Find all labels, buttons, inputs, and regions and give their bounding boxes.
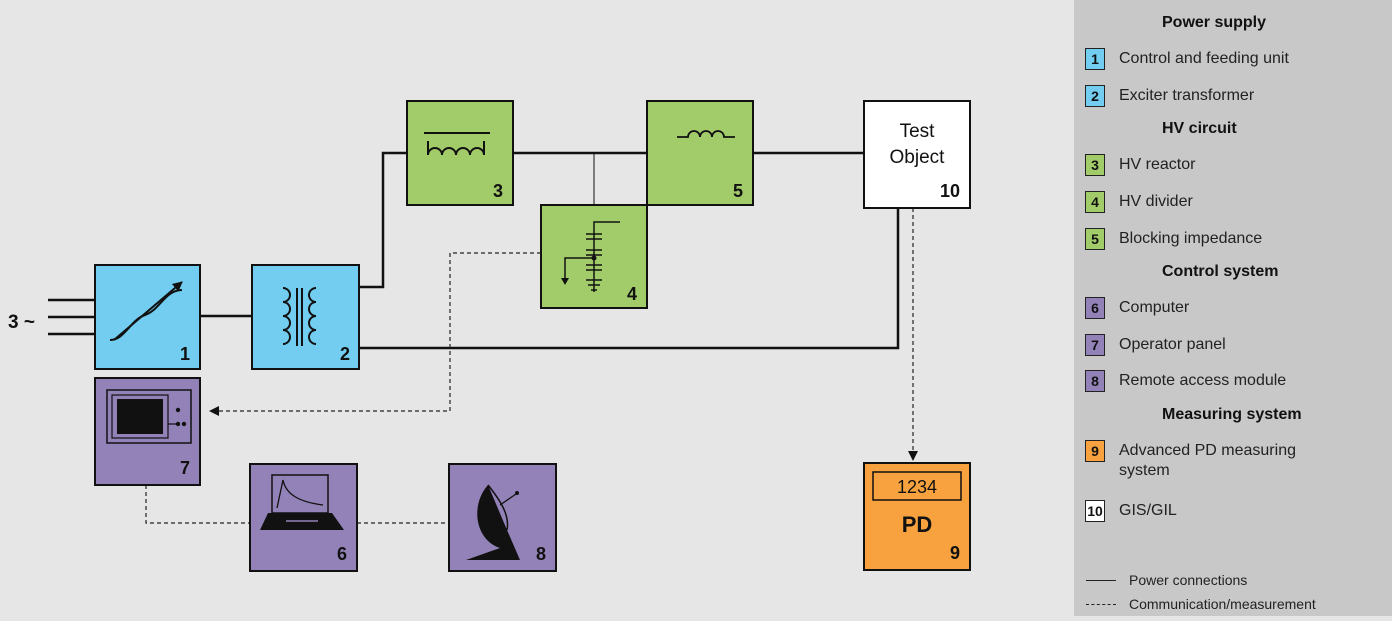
legend-swatch: 3 xyxy=(1085,154,1105,176)
pd-display xyxy=(872,471,962,501)
legend-label: Blocking impedance xyxy=(1119,230,1263,247)
variable-arrow-icon xyxy=(113,281,183,341)
comm-4-7 xyxy=(209,252,541,416)
satellite-dish-icon xyxy=(466,484,520,560)
block-test-object: Test Object 10 xyxy=(863,100,971,209)
power-connections xyxy=(48,151,900,350)
legend-label: HV divider xyxy=(1119,193,1193,210)
legend-section-hv-circuit: HV circuit xyxy=(1162,120,1237,137)
legend-swatch: 8 xyxy=(1085,370,1105,392)
pd-label: PD xyxy=(902,512,933,537)
legend-section-power-supply: Power supply xyxy=(1162,14,1267,31)
block-operator-panel: 7 xyxy=(94,377,201,486)
transformer-icon xyxy=(282,287,317,346)
legend-panel: Power supply 1 Control and feeding unit … xyxy=(1074,0,1392,616)
block-remote-access-module: 8 xyxy=(448,463,557,572)
test-object-line1: Test xyxy=(900,121,936,142)
pd-display-value: 1234 xyxy=(897,477,937,497)
legend-swatch: 7 xyxy=(1085,334,1105,356)
laptop-icon xyxy=(260,474,344,530)
legend-swatch: 2 xyxy=(1085,85,1105,107)
legend-swatch: 4 xyxy=(1085,191,1105,213)
wire-2-3 xyxy=(359,151,407,289)
block-blocking-impedance: 5 xyxy=(646,100,754,206)
block-computer: 6 xyxy=(249,463,358,572)
legend-swatch: 5 xyxy=(1085,228,1105,250)
block-number: 5 xyxy=(733,181,743,201)
communication-connections xyxy=(145,208,918,524)
reactor-icon xyxy=(424,132,490,156)
block-number: 10 xyxy=(940,181,960,201)
legend-key-communication: Communication/measurement xyxy=(1129,596,1316,612)
wire-2-10-return xyxy=(359,208,900,350)
block-hv-reactor: 3 xyxy=(406,100,514,206)
legend-swatch: 10 xyxy=(1085,500,1105,522)
divider-icon xyxy=(564,221,620,292)
input-label: 3 ~ xyxy=(8,312,35,333)
legend-section-control-system: Control system xyxy=(1162,263,1279,280)
legend-swatch: 6 xyxy=(1085,297,1105,319)
legend-swatch: 1 xyxy=(1085,48,1105,70)
block-control-feeding-unit: 1 xyxy=(94,264,201,370)
legend-label: Remote access module xyxy=(1119,372,1287,389)
block-number: 8 xyxy=(536,544,546,564)
legend-label: Operator panel xyxy=(1119,336,1226,353)
sine-wave-icon xyxy=(109,289,183,341)
legend-swatch: 9 xyxy=(1085,440,1105,462)
block-number: 9 xyxy=(950,543,960,563)
legend-label: Computer xyxy=(1119,299,1190,316)
legend-dashed-line-sample xyxy=(1086,604,1116,605)
circuit-diagram: 3 ~ 1 2 3 xyxy=(8,100,971,572)
legend-key-power-connections: Power connections xyxy=(1129,572,1248,588)
block-number: 2 xyxy=(340,344,350,364)
block-number: 6 xyxy=(337,544,347,564)
block-pd-measuring-system: 1234 PD 9 xyxy=(863,462,971,571)
comm-7-6 xyxy=(145,485,250,524)
operator-panel-icon xyxy=(106,389,192,444)
legend-section-measuring-system: Measuring system xyxy=(1162,406,1302,423)
legend-label: HV reactor xyxy=(1119,156,1196,173)
block-number: 3 xyxy=(493,181,503,201)
block-number: 7 xyxy=(180,458,190,478)
legend-label: Exciter transformer xyxy=(1119,87,1255,104)
block-number: 1 xyxy=(180,344,190,364)
legend-solid-line-sample xyxy=(1086,580,1116,581)
block-number: 4 xyxy=(627,284,637,304)
inductor-icon xyxy=(677,130,735,138)
legend-label: Advanced PD measuring system xyxy=(1119,442,1296,479)
legend-label: Control and feeding unit xyxy=(1119,50,1289,67)
block-hv-divider: 4 xyxy=(540,204,648,309)
legend-label: GIS/GIL xyxy=(1119,502,1177,519)
test-object-line2: Object xyxy=(890,147,946,168)
block-exciter-transformer: 2 xyxy=(251,264,360,370)
